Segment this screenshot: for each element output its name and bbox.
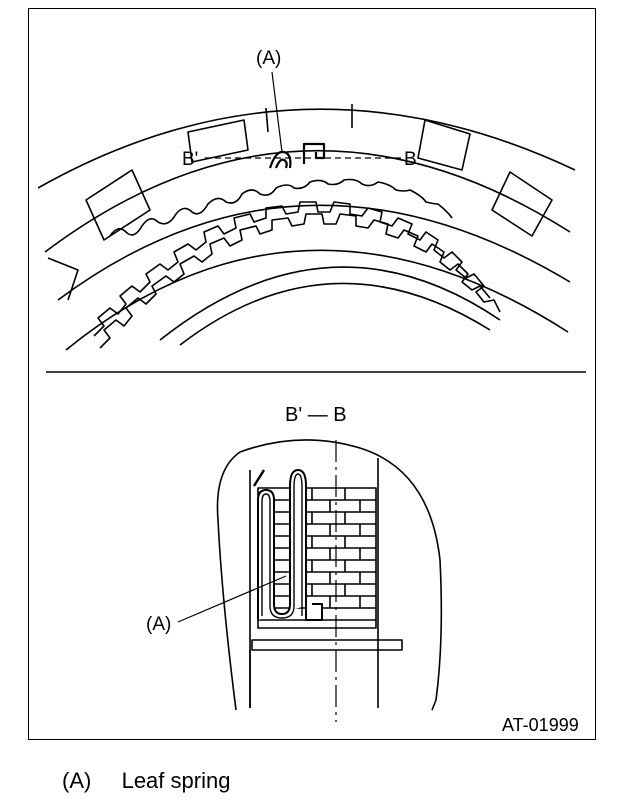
callout-a-top: (A) <box>256 48 282 69</box>
drum-arc <box>159 266 501 341</box>
inner-arc <box>57 204 571 301</box>
figure-frame <box>28 8 596 740</box>
section-view-drawing <box>177 439 443 722</box>
leader-a-section <box>177 575 287 623</box>
drum-arc-2 <box>179 282 491 346</box>
inner-arc-2 <box>65 249 569 351</box>
figure-code: AT-01999 <box>502 715 579 735</box>
base-plate <box>251 639 403 651</box>
leaf-spring-top <box>268 150 292 169</box>
snap-ring-edge <box>109 178 453 237</box>
legend-key: (A) <box>62 768 92 793</box>
outer-band-slots <box>47 104 553 301</box>
leaf-spring-inner <box>261 473 303 619</box>
section-label-right: B <box>404 149 417 170</box>
gear-teeth-shadow <box>99 213 491 349</box>
spring-tab <box>252 469 266 487</box>
leader-a-top <box>271 71 283 153</box>
gear-teeth <box>93 201 501 337</box>
top-view-drawing <box>37 71 576 351</box>
outer-arc <box>37 108 576 189</box>
callout-a-section: (A) <box>146 614 172 635</box>
section-title: B' — B <box>285 404 347 426</box>
legend: (A) Leaf spring <box>62 768 230 794</box>
legend-text: Leaf spring <box>121 768 231 793</box>
clip-top <box>302 142 326 164</box>
section-label-left: B' <box>182 149 199 170</box>
leaf-spring-section <box>257 469 323 621</box>
section-outline <box>216 439 443 711</box>
